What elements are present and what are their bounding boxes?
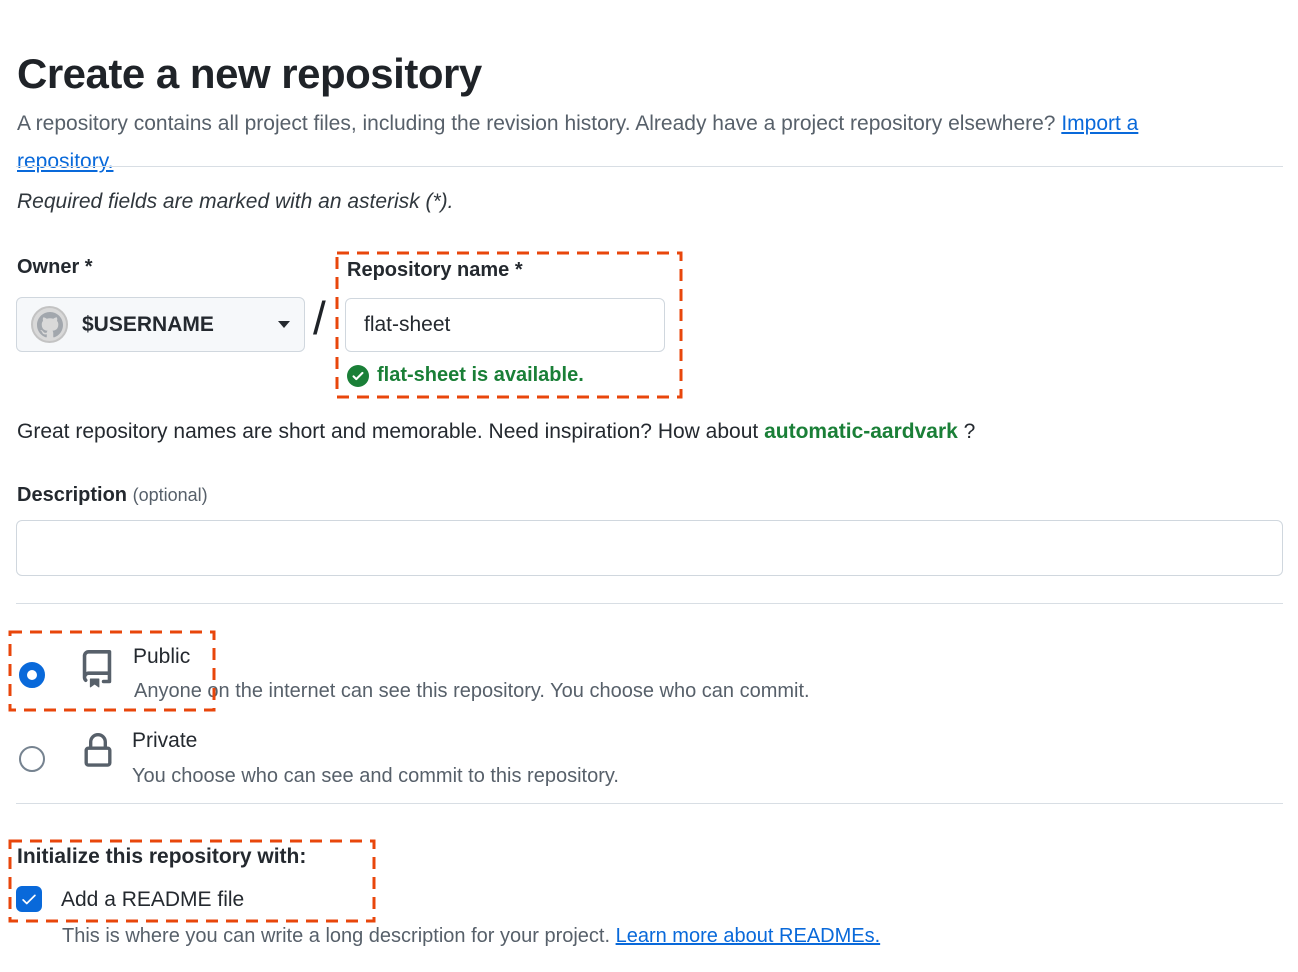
description-label: Description	[17, 484, 128, 506]
private-radio[interactable]	[19, 746, 45, 772]
visibility-divider	[16, 803, 1283, 804]
private-label[interactable]: Private	[132, 729, 198, 752]
private-description: You choose who can see and commit to thi…	[132, 765, 619, 787]
readme-checkbox-label[interactable]: Add a README file	[61, 888, 245, 911]
readme-help-text: This is where you can write a long descr…	[62, 925, 880, 948]
readme-help-body: This is where you can write a long descr…	[62, 925, 616, 947]
public-description: Anyone on the internet can see this repo…	[134, 680, 810, 702]
owner-name: $USERNAME	[82, 312, 214, 336]
name-suggestion-line: Great repository names are short and mem…	[17, 420, 975, 444]
public-label[interactable]: Public	[133, 645, 191, 668]
description-divider	[16, 603, 1283, 604]
owner-label: Owner *	[17, 256, 93, 278]
import-repository-link[interactable]: Import a repository.	[17, 112, 1139, 173]
suggestion-text-before: Great repository names are short and mem…	[17, 420, 765, 443]
lock-icon	[84, 733, 112, 767]
readme-learn-more-link[interactable]: Learn more about READMEs.	[615, 925, 881, 947]
repository-name-label: Repository name *	[347, 259, 523, 281]
octocat-icon	[36, 311, 63, 337]
required-fields-note: Required fields are marked with an aster…	[17, 190, 454, 213]
owner-repo-slash: /	[313, 292, 326, 344]
page-title: Create a new repository	[17, 50, 482, 98]
intro-text: A repository contains all project files,…	[17, 112, 1062, 135]
intro-paragraph: A repository contains all project files,…	[17, 105, 1207, 181]
description-optional-label: (optional)	[132, 485, 208, 505]
public-radio[interactable]	[19, 662, 45, 688]
checkmark-icon	[22, 894, 36, 905]
repo-book-icon	[82, 650, 112, 688]
owner-select-button[interactable]: $USERNAME	[16, 297, 305, 352]
readme-checkbox[interactable]	[16, 886, 42, 912]
repository-name-input[interactable]	[345, 298, 665, 352]
chevron-down-icon	[278, 320, 290, 328]
description-label-row: Description (optional)	[17, 484, 208, 507]
description-input[interactable]	[16, 520, 1283, 576]
suggestion-text-after: ?	[957, 420, 976, 443]
header-divider	[16, 166, 1283, 167]
check-circle-icon	[347, 364, 369, 387]
availability-text: flat-sheet is available.	[377, 364, 584, 386]
suggested-name-link[interactable]: automatic-aardvark	[764, 420, 958, 443]
availability-message: flat-sheet is available.	[347, 364, 584, 387]
initialize-heading: Initialize this repository with:	[17, 845, 307, 868]
owner-avatar	[31, 306, 68, 343]
